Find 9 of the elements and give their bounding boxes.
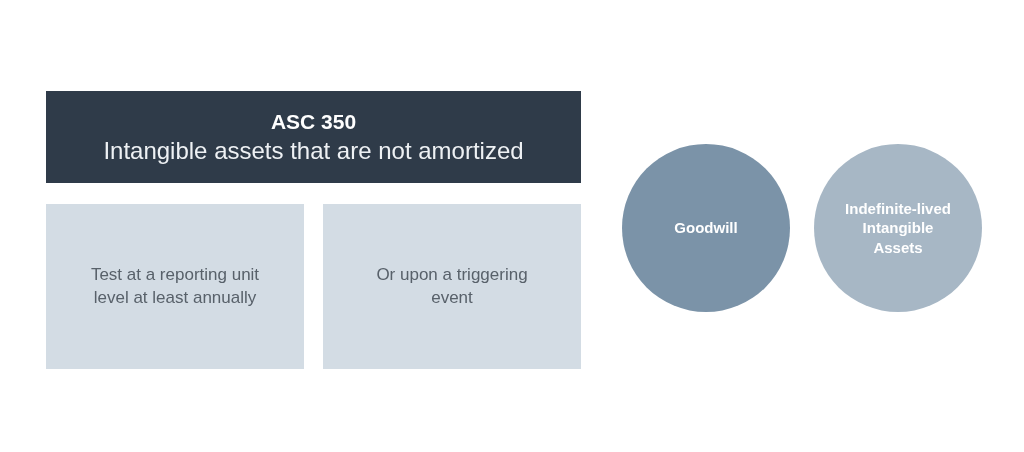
box-text: Test at a reporting unit level at least annually	[89, 264, 261, 309]
text-box	[323, 204, 581, 369]
circle-label: Goodwill	[674, 218, 738, 238]
heading-text: ASC 350	[270, 108, 357, 135]
circle-label: Indefinite-lived Intangible Assets	[844, 198, 952, 258]
subtitle-text: Intangible assets that are not amortized	[103, 136, 524, 167]
header-box	[46, 91, 581, 183]
text-box	[46, 204, 304, 369]
box-text: Or upon a triggering event	[375, 264, 529, 309]
